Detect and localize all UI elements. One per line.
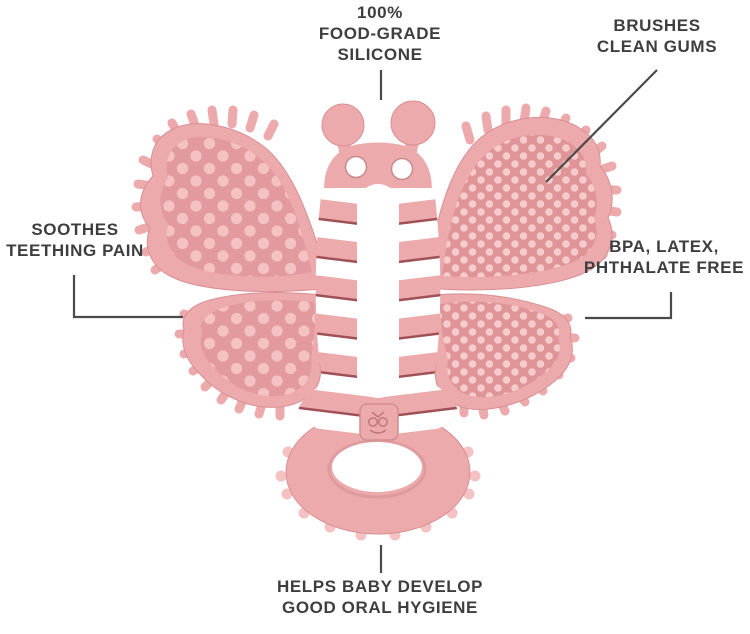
body [298,100,458,441]
center-slot [357,184,399,398]
right-eye [390,157,414,181]
callout-text-line: SOOTHES [31,220,119,239]
callout-line-brushes [545,69,658,183]
callout-line-bpa [585,292,673,320]
callout-text-line: BRUSHES [613,16,701,35]
left-antenna-ball [321,103,365,147]
lower-right-wing [425,293,580,420]
ring-handle [275,409,481,541]
callout-brushes-clean-gums: BRUSHES CLEAN GUMS [577,15,737,57]
right-antenna-ball [390,100,436,146]
callout-text-line: BPA, LATEX, [609,237,719,256]
callout-text-line: CLEAN GUMS [596,37,718,56]
callout-oral-hygiene: HELPS BABY DEVELOP GOOD ORAL HYGIENE [255,576,505,618]
callout-lines [72,69,673,573]
callout-bpa-latex-free: BPA, LATEX, PHTHALATE FREE [578,236,750,278]
lower-left-wing [174,292,331,421]
callout-soothes-teething-pain: SOOTHES TEETHING PAIN [0,219,150,261]
callout-text-line: GOOD ORAL HYGIENE [282,598,478,617]
callout-text-line: 100% [357,3,403,22]
callout-text-line: HELPS BABY DEVELOP [276,577,484,596]
callout-food-grade-silicone: 100% FOOD-GRADE SILICONE [290,2,470,65]
callout-text-line: SILICONE [337,45,423,64]
callout-text-line: TEETHING PAIN [6,241,144,260]
callout-text-line: FOOD-GRADE [318,24,442,43]
callout-text-line: PHTHALATE FREE [583,258,745,277]
brand-tag-icon [359,403,399,441]
upper-left-wing [131,105,331,293]
callout-line-soothes [72,275,183,319]
left-eye [344,155,368,179]
